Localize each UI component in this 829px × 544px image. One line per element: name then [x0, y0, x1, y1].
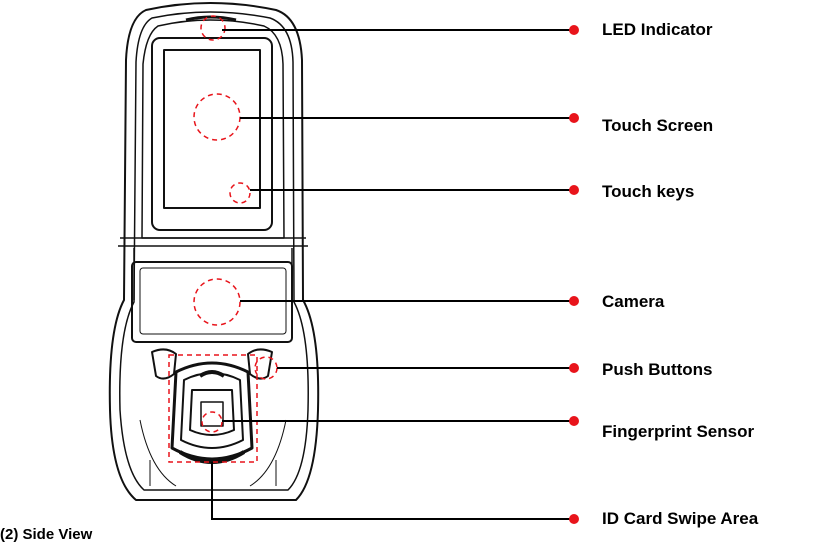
figure-caption: (2) Side View	[0, 526, 93, 543]
touch-keys-dot	[569, 185, 579, 195]
fingerprint-sensor-marker	[201, 411, 223, 433]
camera-dot	[569, 296, 579, 306]
label-camera: Camera	[602, 292, 665, 311]
push-buttons-dot	[569, 363, 579, 373]
label-push-buttons: Push Buttons	[602, 360, 713, 379]
touch-keys-marker	[229, 182, 251, 204]
id-card-dot	[569, 514, 579, 524]
label-touch-screen: Touch Screen	[602, 116, 714, 135]
label-id-card-swipe-area: ID Card Swipe Area	[602, 509, 759, 528]
touch-screen-marker	[193, 93, 241, 141]
label-led-indicator: LED Indicator	[602, 20, 713, 39]
leader-lines	[211, 29, 574, 520]
camera-marker	[193, 278, 241, 326]
fingerprint-dot	[569, 416, 579, 426]
touch-screen-dot	[569, 113, 579, 123]
id-card-leader-line	[211, 462, 574, 520]
callout-dots	[569, 25, 579, 524]
push-button-marker	[254, 356, 278, 380]
label-fingerprint-sensor: Fingerprint Sensor	[602, 422, 755, 441]
label-touch-keys: Touch keys	[602, 182, 695, 201]
device-body	[108, 2, 320, 501]
led-dot	[569, 25, 579, 35]
led-marker	[200, 15, 226, 41]
